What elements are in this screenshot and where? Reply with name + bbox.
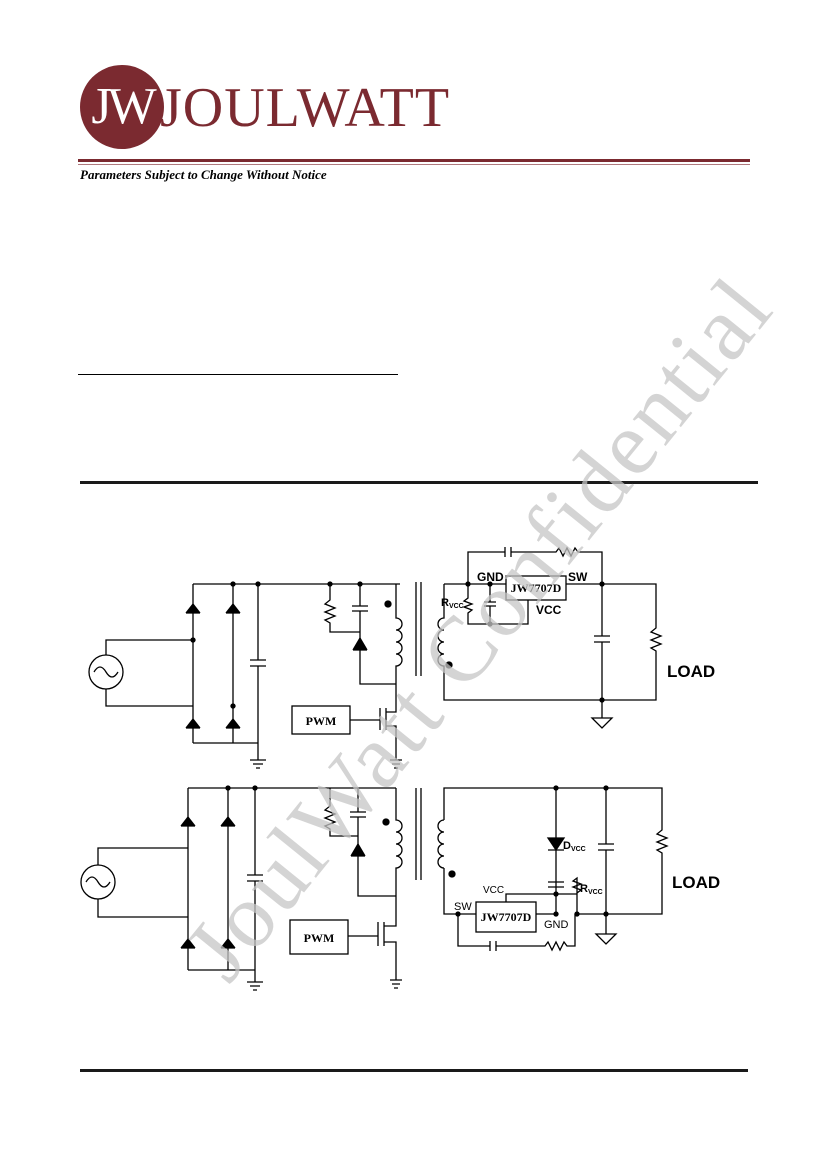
gnd-label: GND [544, 919, 569, 931]
logo-circle [80, 65, 164, 149]
load-label: LOAD [672, 873, 720, 892]
section-divider-top [80, 481, 758, 484]
ic-label: JW7707D [481, 910, 532, 924]
sw-label: SW [568, 570, 588, 584]
rvcc-label: R [580, 883, 588, 895]
footer-divider [80, 1069, 748, 1072]
header-rule-thin [78, 164, 750, 165]
svg-text:RVCC: RVCC [441, 597, 464, 610]
ic-label: JW7707D [511, 581, 562, 595]
load-label: LOAD [667, 662, 715, 681]
rvcc-subscript: VCC [588, 889, 603, 896]
svg-text:DVCC: DVCC [563, 840, 586, 853]
application-circuit-bottom: JW7707D GND SW VCC DVCC RVCC LOAD PWM [80, 785, 720, 991]
logo-wordmark: JOULWATT [160, 77, 451, 139]
rvcc-label: R [441, 597, 449, 609]
sw-label: SW [454, 901, 472, 913]
application-circuit-top: JW7707D GND SW VCC RVCC LOAD PWM [88, 546, 715, 769]
gnd-label: GND [477, 570, 504, 584]
dvcc-label: D [563, 840, 571, 852]
pwm-label: PWM [306, 714, 337, 728]
rvcc-subscript: VCC [449, 603, 464, 610]
logo-initials: JW [91, 78, 156, 135]
notice-text: Parameters Subject to Change Without Not… [80, 167, 327, 182]
dvcc-subscript: VCC [571, 846, 586, 853]
header-rule [78, 159, 750, 162]
pwm-label: PWM [304, 931, 335, 945]
section-underline [78, 374, 398, 375]
vcc-label: VCC [536, 603, 562, 617]
vcc-label: VCC [483, 885, 504, 896]
svg-text:RVCC: RVCC [580, 883, 603, 896]
